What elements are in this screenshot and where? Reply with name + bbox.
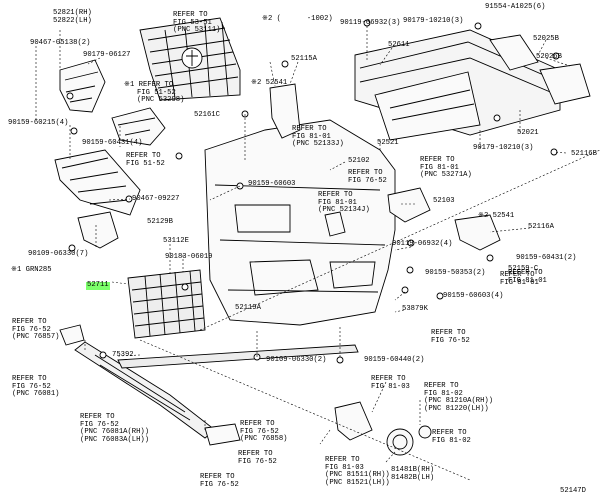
callout-label-l23: 90119-06932(3) [340, 19, 401, 27]
callout-label-l09: 52129B [147, 218, 173, 226]
callout-label-l50: REFER TO FIG 76-52 (PNC 76857) [12, 318, 60, 342]
callout-label-l18: ※2 52541 [251, 79, 288, 87]
bumper-cover-52119A [204, 119, 396, 326]
callout-label-l01: 52821(RH) 52822(LH) [53, 9, 92, 25]
callout-label-l13: 90183-06019 [165, 253, 213, 261]
callout-label-l16: ※2 ( -1002) [262, 15, 333, 23]
callout-label-l32: 90159-50353(2) [425, 269, 486, 277]
fog-lamp-parts [334, 401, 432, 456]
callout-label-l11: ※1 GRN285 [11, 266, 52, 274]
lower-grille-52711 [127, 269, 206, 339]
callout-label-l21: 90159-60603 [248, 180, 296, 188]
callout-label-l25: 52521 [377, 139, 399, 147]
fasteners [66, 19, 560, 364]
highlighted-part-number-l14: 52711 [86, 281, 110, 290]
callout-label-l31: 90119-06932(4) [392, 240, 453, 248]
lower-molding-parts [59, 324, 359, 446]
upper-grille-part [139, 17, 241, 101]
callout-label-l39: 90179-10210(3) [403, 17, 464, 25]
callout-label-l06: 90159-60431(4) [82, 139, 143, 147]
callout-label-l62: REFER TO FIG 81-01 [500, 271, 539, 287]
callout-label-l30: 52103 [433, 197, 455, 205]
reinforcement-52021 [354, 29, 591, 141]
callout-label-l17: 52115A [291, 55, 317, 63]
callout-label-l27: REFER TO FIG 76-52 [348, 169, 387, 185]
callout-label-l19: 52161C [194, 111, 220, 119]
right-side-parts [269, 83, 501, 251]
callout-label-l60: 81481B(RH) 81482B(LH) [391, 466, 435, 482]
callout-label-l47: 90159-60431(2) [516, 254, 577, 262]
callout-label-l55: REFER TO FIG 76-52 (PNC 76081A(RH)) (PNC… [80, 413, 150, 444]
callout-label-l12: 53112E [163, 237, 189, 245]
callout-label-l57: REFER TO FIG 81-02 [432, 429, 471, 445]
callout-label-l10: 90109-06330(7) [28, 250, 89, 258]
callout-label-l54: REFER TO FIG 81-02 (PNC 81210A(RH)) (PNC… [424, 382, 494, 413]
callout-label-l03: 90179-06127 [83, 51, 131, 59]
callout-label-l61: REFER TO FIG 76-52 [200, 473, 239, 489]
callout-label-l51: 75392 [112, 351, 134, 359]
callout-label-l45: ※2 52541 [478, 212, 515, 220]
callout-label-l08: 90467-09227 [132, 195, 180, 203]
callout-label-l07: REFER TO FIG 51-52 [126, 152, 165, 168]
callout-label-l35: REFER TO FIG 76-52 [431, 329, 470, 345]
callout-label-l29: REFER TO FIG 81-01 (PNC 53271A) [420, 156, 472, 180]
callout-label-l36: 90109-06330(2) [266, 356, 327, 364]
callout-label-l56: REFER TO FIG 76-52 (PNC 76858) [240, 420, 288, 444]
callout-label-l04: ※1 REFER TO FIG 51-52 (PNC 53298) [124, 81, 185, 105]
callout-label-l49: REFER TO FIG 81-01 [508, 269, 547, 285]
callout-label-l24: 52611 [388, 41, 410, 49]
callout-label-l59: REFER TO FIG 81-03 (PNC 81511(RH)) (PNC … [325, 456, 390, 487]
callout-label-l63: 52147D [560, 487, 586, 495]
callout-label-l34: 53879K [402, 305, 428, 313]
callout-label-l20: REFER TO FIG 81-01 (PNC 52133J) [292, 125, 344, 149]
callout-label-l33: 90159-60603(4) [443, 292, 504, 300]
callout-label-l40: 52025B [533, 35, 559, 43]
callout-label-l43: 90179-10210(3) [473, 144, 534, 152]
callout-label-l44: 52116B [571, 150, 597, 158]
callout-label-l26: 52102 [348, 157, 370, 165]
leader-lines [35, 26, 600, 481]
callout-label-l53: REFER TO FIG 81-03 [371, 375, 410, 391]
callout-label-l42: 52021 [517, 129, 539, 137]
callout-label-l58: REFER TO FIG 76-52 [238, 450, 277, 466]
callout-label-l41: 52026B [536, 53, 562, 61]
callout-label-l22: 52119A [235, 304, 261, 312]
callout-label-l48: 52159-C [508, 265, 539, 273]
callout-label-l05: 90159-60215(4) [8, 119, 69, 127]
callout-label-l28: REFER TO FIG 81-01 (PNC 52134J) [318, 191, 370, 215]
callout-label-l52: REFER TO FIG 76-52 (PNC 76081) [12, 375, 60, 399]
left-bracket-parts [54, 59, 166, 249]
callout-label-l46: 52116A [528, 223, 554, 231]
callout-label-l02: 90467-05138(2) [30, 39, 91, 47]
callout-label-l37: 90159-60440(2) [364, 356, 425, 364]
callout-label-l15: REFER TO FIG 53-51 (PNC 53111) [173, 11, 221, 35]
callout-label-l38: 91554-A1025(6) [485, 3, 546, 11]
